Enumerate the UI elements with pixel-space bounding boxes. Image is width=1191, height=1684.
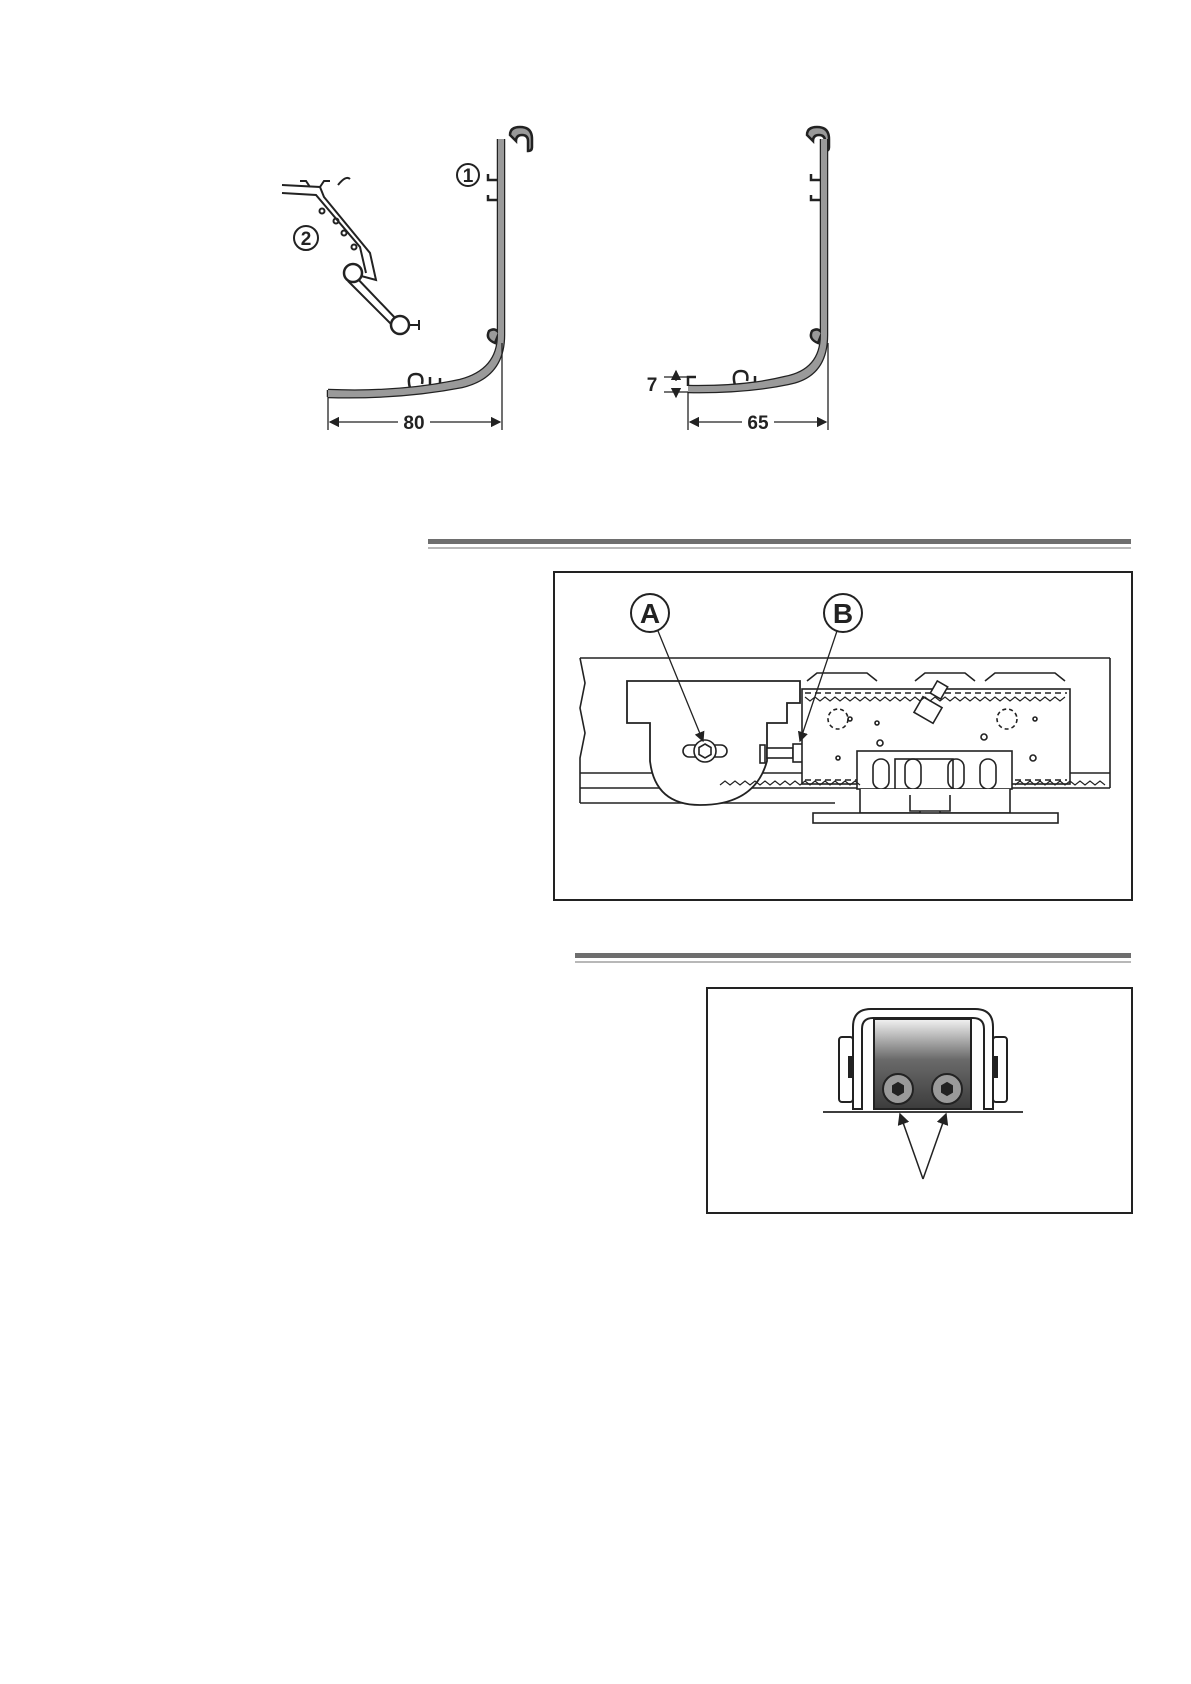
section-rule-1 [428,539,1131,544]
bracket-figure [708,989,1131,1212]
dimension-7 [664,371,688,397]
profile-figure: 1 2 80 65 7 [280,125,930,470]
carriage-figure-frame: A B [553,571,1133,901]
section-rule-2 [575,953,1131,958]
callout-1-marker: 1 [457,164,479,187]
callout-2-marker: 2 [294,226,318,250]
callout-a-marker: A [631,594,669,632]
callout-b-label: B [833,598,853,629]
right-profile [688,127,829,392]
bracket-figure-frame [706,987,1133,1214]
end-bracket [282,178,419,334]
dimension-7-label: 7 [647,375,658,396]
callout-1-label: 1 [463,166,474,187]
dimension-80-label: 80 [403,413,424,434]
dimension-65-label: 65 [747,413,769,434]
callout-a-label: A [640,598,660,629]
pointer-lines [900,1114,946,1179]
carriage-figure: A B [555,573,1131,899]
callout-b-marker: B [824,594,862,632]
callout-2-label: 2 [301,229,312,250]
